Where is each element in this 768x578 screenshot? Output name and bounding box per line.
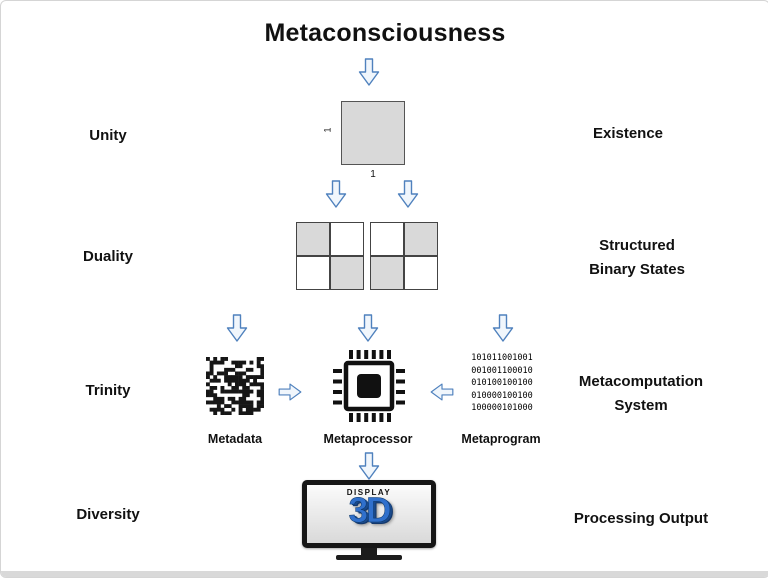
label-trinity: Trinity: [85, 382, 131, 399]
monitor-icon: DISPLAY 3D: [301, 480, 437, 560]
label-duality: Duality: [82, 248, 133, 265]
grid-cell-on: [404, 222, 438, 256]
label-existence: Existence: [592, 125, 664, 142]
grid-cell-on: [330, 256, 364, 290]
bottom-edge-strip: [1, 571, 768, 577]
grid-cell-off: [370, 222, 404, 256]
label-metaprogram: Metaprogram: [461, 432, 541, 446]
label-metaprocessor: Metaprocessor: [323, 432, 413, 446]
down-arrow-icon: [324, 179, 348, 209]
binary-grid-left: [296, 222, 364, 290]
3d-logo: 3D: [348, 491, 391, 530]
left-arrow-icon: [427, 379, 457, 405]
monitor-display-text: DISPLAY: [346, 488, 392, 497]
label-diversity: Diversity: [76, 506, 140, 523]
grid-cell-off: [404, 256, 438, 290]
label-processing-output: Processing Output: [573, 510, 709, 527]
down-arrow-icon: [357, 451, 381, 481]
down-arrow-icon: [225, 313, 249, 343]
monitor-stand-neck: [361, 548, 377, 555]
grid-cell-on: [370, 256, 404, 290]
right-arrow-icon: [275, 379, 305, 405]
label-metacomputation-system: Metacomputation System: [578, 373, 704, 414]
monitor-stand-base: [336, 555, 402, 560]
page-title: Metaconsciousness: [264, 19, 506, 47]
qr-code-icon: [206, 357, 264, 415]
down-arrow-icon: [396, 179, 420, 209]
monitor-screen: DISPLAY 3D: [307, 485, 431, 543]
unity-square-bottom-label: 1: [370, 169, 376, 180]
grid-cell-off: [330, 222, 364, 256]
grid-cell-off: [296, 256, 330, 290]
binary-grid-right: [370, 222, 438, 290]
label-metadata: Metadata: [207, 432, 263, 446]
down-arrow-icon: [357, 57, 381, 87]
down-arrow-icon: [356, 313, 380, 343]
down-arrow-icon: [491, 313, 515, 343]
unity-square: [341, 101, 405, 165]
label-structured-binary-states: Structured Binary States: [589, 237, 685, 278]
processor-chip-icon: [327, 344, 411, 428]
monitor-frame: DISPLAY 3D: [302, 480, 436, 548]
unity-square-side-label: 1: [322, 127, 333, 133]
label-unity: Unity: [89, 127, 127, 144]
grid-cell-on: [296, 222, 330, 256]
